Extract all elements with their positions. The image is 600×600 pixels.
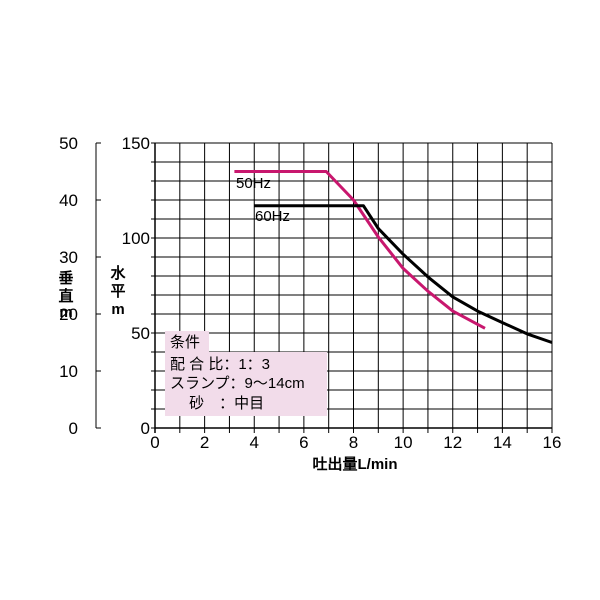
y-vertical-tick-label: 0 (69, 419, 78, 438)
y-vertical-title-char-2: 直 (58, 287, 73, 305)
tick-labels: 0 2 4 6 8 10 12 14 16 0 10 20 30 40 50 0 50 100 150 (59, 134, 561, 452)
y-horizontal-tick-label: 100 (122, 229, 150, 248)
conditions-box-background (165, 352, 327, 416)
series-lines (234, 170, 553, 344)
series-label-60hz: 60Hz (255, 208, 290, 225)
conditions-title: 条件 (170, 334, 200, 351)
condition-slump: スランプ：9～14cm (170, 375, 305, 392)
y-vertical-tick-label: 20 (59, 305, 78, 324)
x-tick-label: 8 (349, 433, 358, 452)
x-tick-label: 16 (543, 433, 562, 452)
y-vertical-tick-label: 40 (59, 191, 78, 210)
condition-sand: 砂 ：中目 (170, 395, 264, 412)
series-line-60hz (254, 204, 553, 344)
series-label-50hz: 50Hz (236, 175, 271, 192)
y-vertical-tick-label: 10 (59, 362, 78, 381)
y-horizontal-tick-label: 150 (122, 134, 150, 153)
conditions-title-background (165, 331, 209, 352)
y-horizontal-title-char-1: 水 (110, 264, 126, 282)
x-tick-label: 2 (200, 433, 209, 452)
y-vertical-tick-label: 50 (59, 134, 78, 153)
x-tick-label: 4 (250, 433, 259, 452)
y-horizontal-title-char-3: m (111, 301, 124, 318)
conditions-box: 条件 配 合 比：1：3 スランプ：9～14cm 砂 ：中目 (165, 331, 327, 416)
axes (95, 142, 553, 433)
x-tick-label: 10 (394, 433, 413, 452)
y-vertical-title-char-1: 垂 (58, 269, 73, 287)
condition-mix-ratio: 配 合 比：1：3 (170, 356, 270, 373)
y-horizontal-tick-label: 50 (131, 324, 150, 343)
series-line-50hz (234, 170, 486, 330)
x-tick-label: 6 (299, 433, 308, 452)
y-horizontal-title-char-2: 平 (110, 283, 125, 300)
y-vertical-tick-label: 30 (59, 248, 78, 267)
x-axis-title: 吐出量L/min (313, 455, 398, 473)
x-tick-label: 12 (443, 433, 462, 452)
y-vertical-title-char-3: m (59, 304, 72, 321)
y-horizontal-tick-label: 0 (141, 419, 150, 438)
x-tick-label: 0 (150, 433, 159, 452)
x-tick-label: 14 (493, 433, 512, 452)
